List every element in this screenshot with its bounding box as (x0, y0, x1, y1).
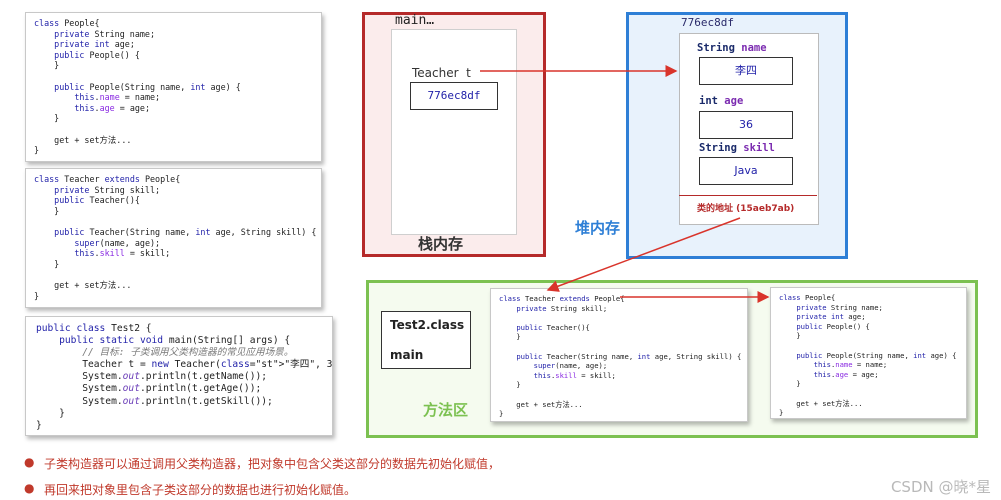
code-line: private int age; (796, 312, 866, 322)
code-line (499, 313, 739, 323)
code-line: public Teacher(String name, int age, Str… (54, 226, 317, 237)
class-address-label: 类的地址 (15aeb7ab) (697, 204, 795, 214)
field-skill-label: String skill (699, 142, 775, 154)
code-line: System.out.println(t.getSkill()); (36, 395, 273, 407)
code-line: class People{ (779, 293, 836, 302)
code-line (34, 216, 313, 227)
watermark: CSDN @晓*星 (890, 478, 991, 496)
code-line (499, 342, 739, 352)
code-line: } (34, 145, 40, 156)
method-teacher-code: class Teacher extends People{ private St… (490, 288, 748, 422)
code-line: System.out.println(t.getName()); (36, 371, 268, 383)
code-line: } (36, 407, 65, 419)
heap-address: 776ec8df (681, 16, 734, 29)
code-line: private String name; (796, 302, 883, 312)
code-line: public Teacher(){ (54, 195, 140, 206)
note-bullet-1: ● (24, 455, 35, 469)
code-line: class Teacher extends People{ (499, 294, 625, 303)
method-class-test2: Test2.class (390, 318, 465, 332)
code-line: private String skill; (516, 303, 608, 313)
code-line: this.name = name; (813, 360, 888, 370)
code-line: private String name; (54, 28, 156, 39)
code-line: get + set方法... (499, 399, 583, 409)
code-line: } (34, 258, 60, 269)
code-line: // 目标: 子类调用父类构造器的常见应用场景。 (36, 347, 294, 359)
method-class-list: Test2.class main (381, 311, 471, 369)
code-line (779, 341, 958, 351)
method-class-main: main (390, 348, 424, 362)
code-line: System.out.println(t.getAge()); (36, 383, 262, 395)
code-panel-teacher: class Teacher extends People{ private St… (25, 168, 322, 308)
code-line: public People(String name, int age) { (54, 81, 241, 92)
code-line: public static void main(String[] args) { (59, 335, 291, 347)
code-line: } (34, 113, 60, 124)
code-line: public People(String name, int age) { (796, 350, 957, 360)
code-line (779, 389, 958, 399)
field-name-label: String name (697, 42, 767, 54)
code-line: this.name = name; (74, 92, 161, 103)
code-line: } (779, 331, 801, 341)
heap-memory: 776ec8df String name 李四 int age 36 Strin… (575, 12, 848, 259)
code-line: get + set方法... (779, 398, 863, 408)
stack-label: 栈内存 (418, 235, 464, 253)
code-panel-test2: public class Test2 { public static void … (25, 316, 333, 436)
code-line (499, 390, 739, 400)
code-line: this.age = age; (74, 102, 150, 113)
code-line (34, 124, 313, 135)
field-age-label: int age (699, 95, 744, 107)
code-line: } (34, 290, 40, 301)
code-line: this.skill = skill; (533, 370, 616, 380)
method-people-code: class People{ private String name; priva… (770, 287, 967, 419)
code-line: this.skill = skill; (74, 248, 171, 259)
code-line: } (34, 205, 60, 216)
note-bullet-2: ● (24, 481, 35, 495)
stack-var-label: Teacher t (412, 66, 471, 80)
code-line: } (499, 409, 504, 419)
code-line: } (499, 380, 521, 390)
code-line: class People{ (34, 18, 100, 28)
stack-memory: main… Teacher t 776ec8df 栈内存 (362, 12, 546, 257)
stack-var-value: 776ec8df (427, 89, 481, 102)
field-skill-box: Java (699, 157, 793, 185)
code-line: super(name, age); (533, 361, 608, 371)
note-1: 子类构造器可以通过调用父类构造器，把对象中包含父类这部分的数据先初始化赋值， (44, 457, 501, 471)
code-line: class Teacher extends People{ (34, 174, 181, 184)
code-line: public People() { (796, 321, 870, 331)
code-line: } (779, 379, 801, 389)
code-line: } (499, 332, 521, 342)
code-line: public People() { (54, 49, 140, 60)
stack-var-value-box: 776ec8df (410, 82, 498, 110)
code-panel-people: class People{ private String name; priva… (25, 12, 322, 162)
code-line: public class Test2 { (36, 323, 152, 334)
code-line (34, 269, 313, 280)
code-line: super(name, age); (74, 237, 161, 248)
heap-label: 堆内存 (575, 219, 621, 237)
code-line: private String skill; (54, 184, 161, 195)
code-line: this.age = age; (813, 369, 879, 379)
code-line: get + set方法... (34, 279, 132, 290)
code-line: public Teacher(){ (516, 322, 590, 332)
code-line: get + set方法... (34, 134, 132, 145)
main-frame: Teacher t 776ec8df (391, 29, 517, 235)
code-line: public Teacher(String name, int age, Str… (516, 351, 742, 361)
heap-divider (679, 195, 817, 196)
code-line (34, 71, 313, 82)
method-area-label: 方法区 (423, 401, 469, 419)
code-line: } (779, 408, 784, 418)
code-line: Teacher t = new Teacher(class="st">"李四",… (36, 359, 333, 371)
stack-frame-title: main… (395, 13, 435, 28)
field-age-box: 36 (699, 111, 793, 139)
code-line: } (36, 419, 42, 431)
note-2: 再回来把对象里包含子类这部分的数据也进行初始化赋值。 (44, 483, 357, 497)
code-line: } (34, 60, 60, 71)
field-name-box: 李四 (699, 57, 793, 85)
code-line: private int age; (54, 39, 135, 50)
heap-object (679, 33, 819, 225)
